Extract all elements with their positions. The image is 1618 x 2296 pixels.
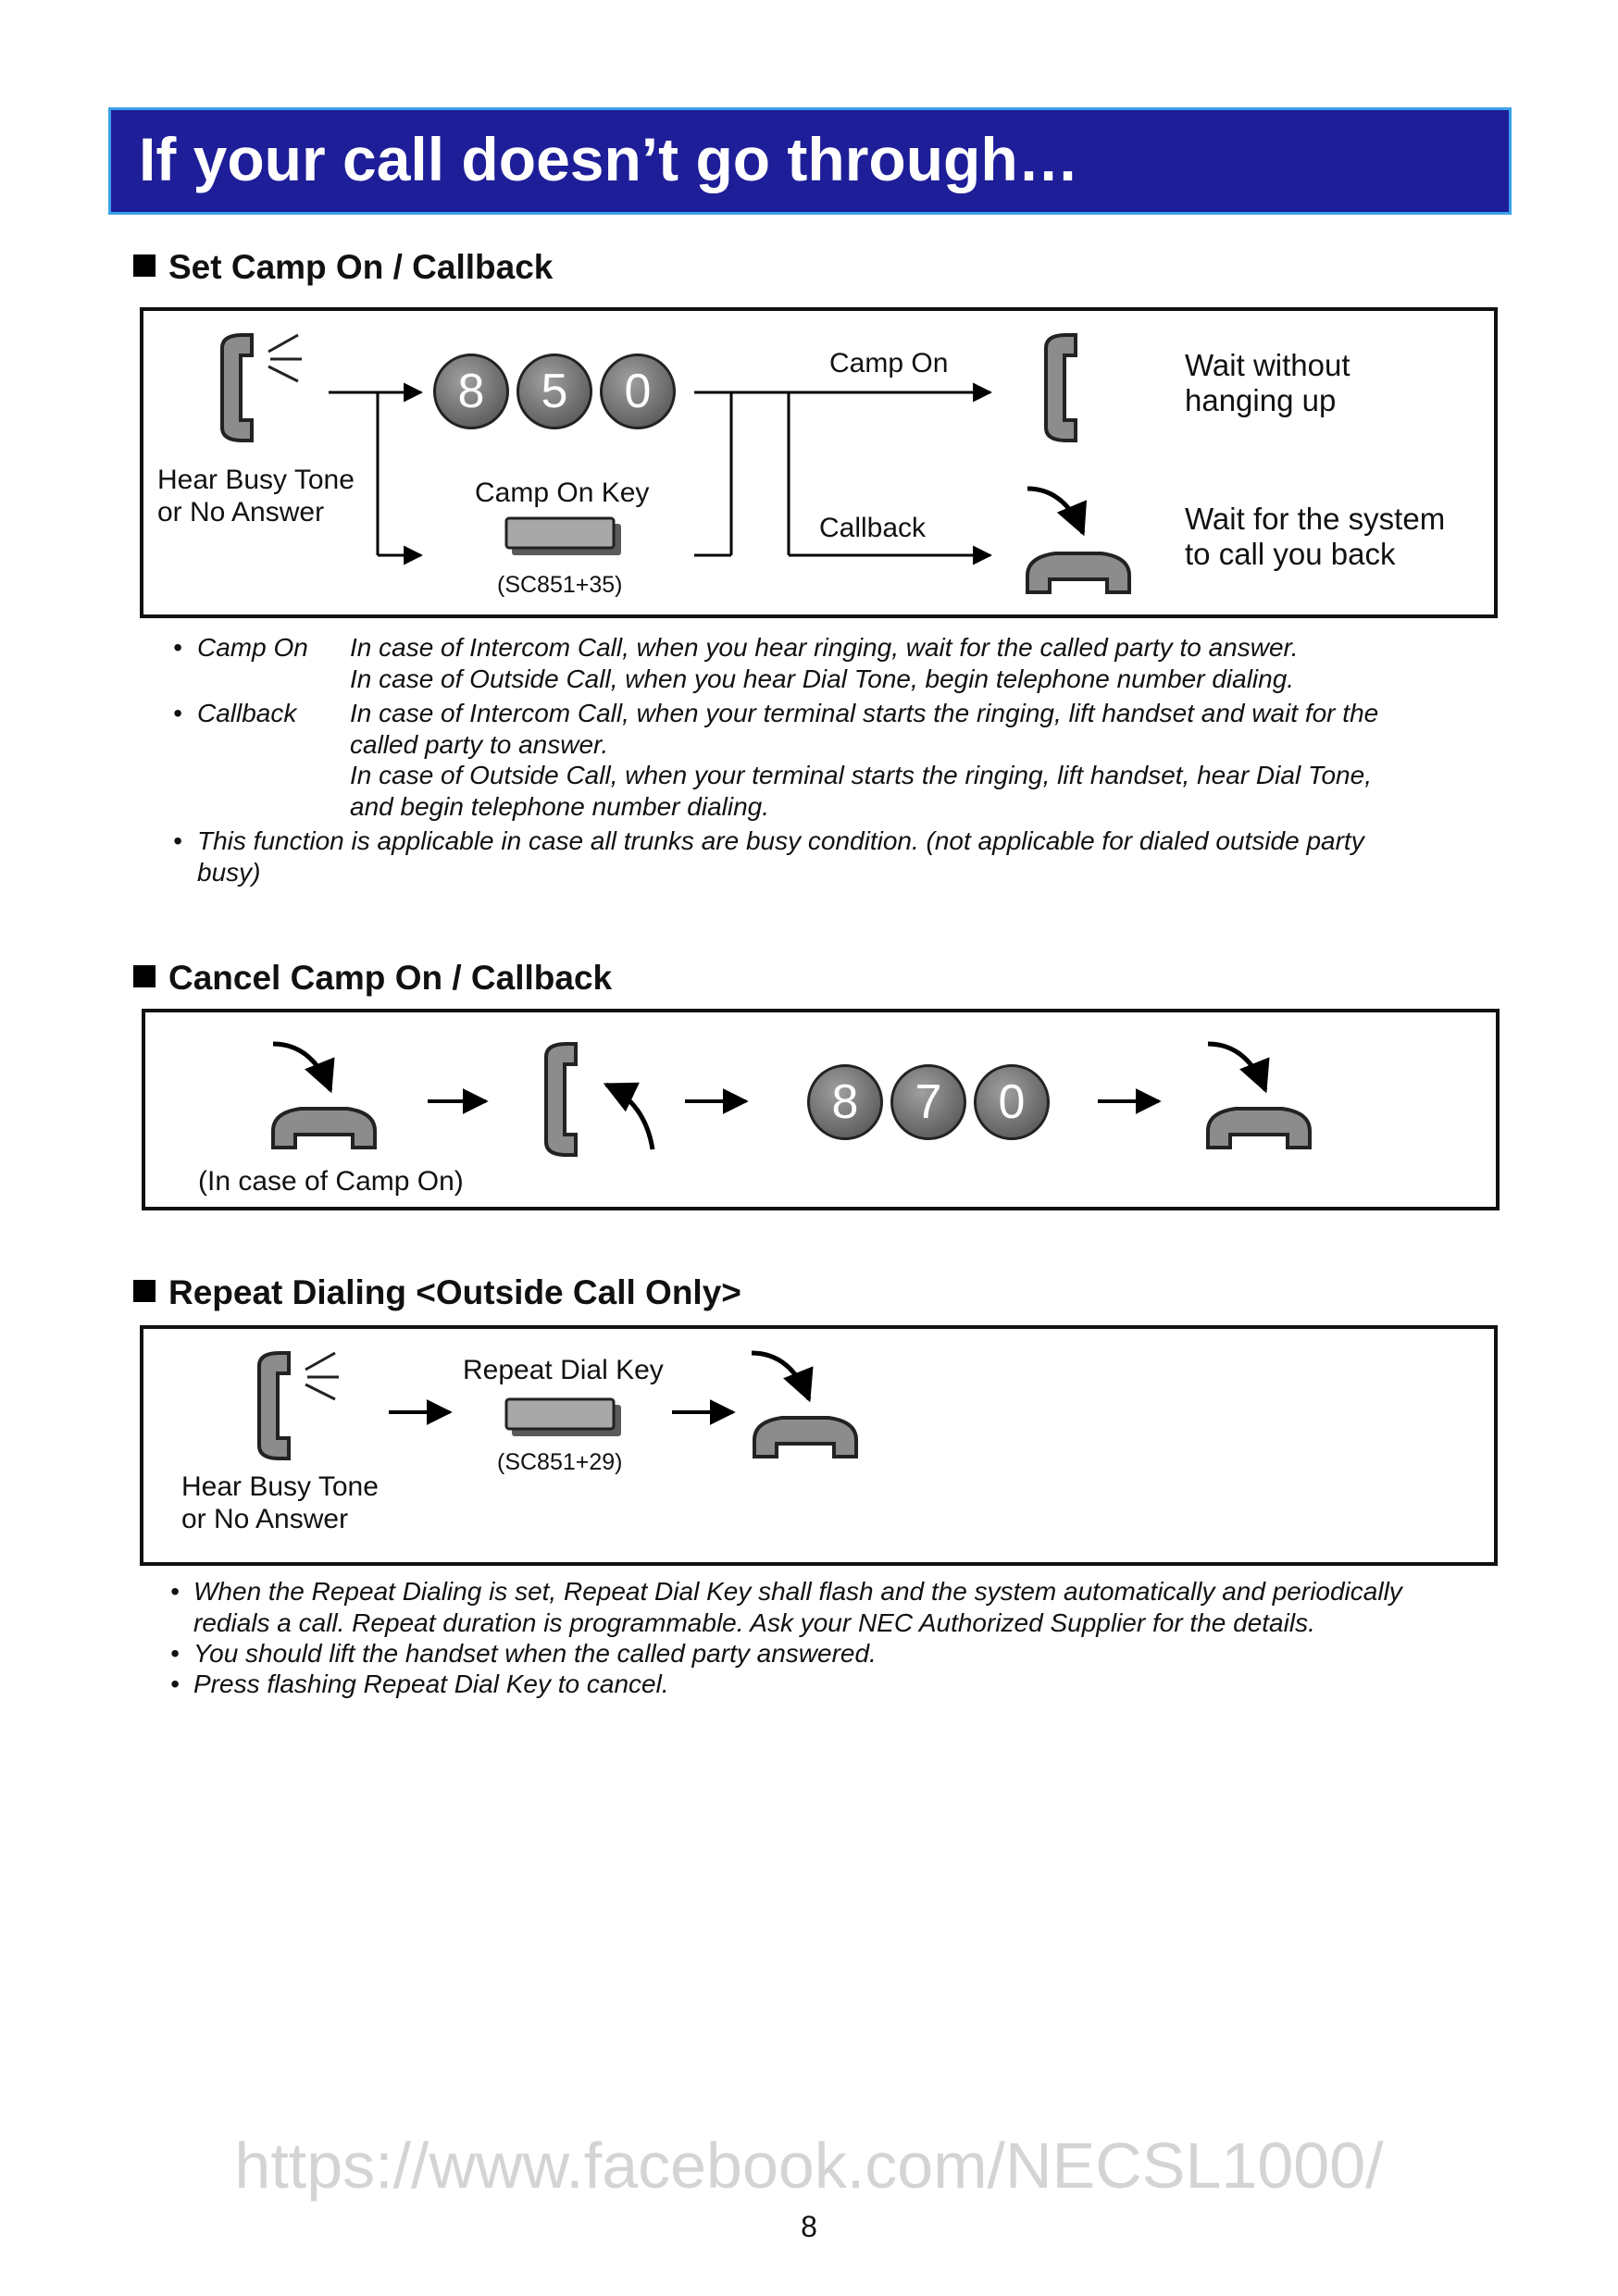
digit-button: 0 [600, 354, 676, 429]
repeat-dial-key-icon [504, 1397, 621, 1436]
section-heading-set-camp-on: Set Camp On / Callback [133, 248, 553, 287]
note-term-callback: Callback [197, 699, 297, 727]
watermark-url: https://www.facebook.com/NECSL1000/ [234, 2129, 1384, 2202]
repeat-dial-key-label: Repeat Dial Key [463, 1355, 664, 1385]
page-number: 8 [801, 2210, 817, 2243]
repeat-hear-busy-line-2: or No Answer [181, 1504, 349, 1534]
section-heading-repeat-dialing: Repeat Dialing <Outside Call Only> [133, 1273, 741, 1312]
repeat-dial-key-code: (SC851+29) [497, 1449, 623, 1475]
square-bullet-icon [133, 1280, 156, 1302]
dial-digits-850: 8 5 0 [433, 354, 676, 431]
camp-on-branch-label: Camp On [829, 348, 949, 379]
note-bullet: • [170, 1669, 180, 1698]
digit-button: 0 [974, 1064, 1050, 1140]
note-camp-on-2: In case of Outside Call, when you hear D… [350, 664, 1295, 693]
repeat-note-1b: redials a call. Repeat duration is progr… [193, 1608, 1315, 1637]
digit-button: 7 [890, 1064, 966, 1140]
note-bullet: • [170, 1577, 180, 1606]
section-title: Set Camp On / Callback [168, 248, 554, 286]
title-banner [108, 107, 1512, 215]
square-bullet-icon [133, 254, 156, 277]
hang-up-handset-icon [1026, 486, 1131, 594]
repeat-note-3: Press flashing Repeat Dial Key to cancel… [193, 1669, 669, 1698]
note-function-1: This function is applicable in case all … [197, 826, 1364, 855]
note-camp-on-1: In case of Intercom Call, when you hear … [350, 633, 1299, 662]
note-bullet: • [173, 826, 182, 855]
cancel-hang-up-handset-icon [271, 1041, 377, 1149]
note-term-camp-on: Camp On [197, 633, 308, 662]
repeat-lifted-handset-ringing-icon [257, 1351, 339, 1460]
repeat-note-1a: When the Repeat Dialing is set, Repeat D… [193, 1577, 1402, 1606]
wait-system-line-1: Wait for the system [1185, 502, 1446, 536]
note-bullet: • [173, 699, 182, 727]
camp-on-key-code: (SC851+35) [497, 572, 623, 598]
page-title: If your call doesn’t go through… [139, 125, 1079, 193]
repeat-hang-up-handset-icon [751, 1350, 858, 1458]
branch-arrows-start [329, 382, 424, 565]
wait-without-line-2: hanging up [1185, 383, 1337, 417]
dial-digits-870: 8 7 0 [807, 1064, 1050, 1142]
square-bullet-icon [133, 965, 156, 987]
digit-button: 8 [807, 1064, 883, 1140]
section-title: Cancel Camp On / Callback [168, 959, 613, 997]
in-case-of-camp-on-label: (In case of Camp On) [198, 1166, 464, 1197]
note-callback-1: In case of Intercom Call, when your term… [350, 699, 1379, 727]
section-heading-cancel-camp-on: Cancel Camp On / Callback [133, 959, 612, 998]
set-camp-on-panel [140, 307, 1498, 618]
callback-branch-label: Callback [819, 513, 927, 543]
camp-on-key-label: Camp On Key [475, 478, 650, 508]
digit-button: 8 [433, 354, 509, 429]
note-callback-3: In case of Outside Call, when your termi… [350, 761, 1372, 789]
cancel-final-hang-up-icon [1206, 1041, 1312, 1149]
note-bullet: • [170, 1639, 180, 1668]
note-callback-4: and begin telephone number dialing. [350, 792, 770, 821]
section-title: Repeat Dialing <Outside Call Only> [168, 1273, 741, 1311]
camp-on-key-icon [504, 516, 621, 555]
note-callback-2: called party to answer. [350, 730, 609, 759]
note-bullet: • [173, 633, 182, 662]
branch-arrows-end [694, 382, 993, 565]
lift-handset-icon [544, 1042, 655, 1157]
hear-busy-line-1: Hear Busy Tone [157, 465, 355, 495]
hear-busy-line-2: or No Answer [157, 497, 325, 527]
wait-system-line-2: to call you back [1185, 537, 1396, 571]
repeat-hear-busy-line-1: Hear Busy Tone [181, 1471, 379, 1502]
lifted-handset-ringing-icon [220, 333, 302, 442]
repeat-note-2: You should lift the handset when the cal… [193, 1639, 877, 1668]
note-function-2: busy) [197, 858, 261, 887]
digit-button: 5 [517, 354, 592, 429]
wait-without-line-1: Wait without [1185, 348, 1350, 382]
handset-offhook-icon [1044, 333, 1077, 442]
